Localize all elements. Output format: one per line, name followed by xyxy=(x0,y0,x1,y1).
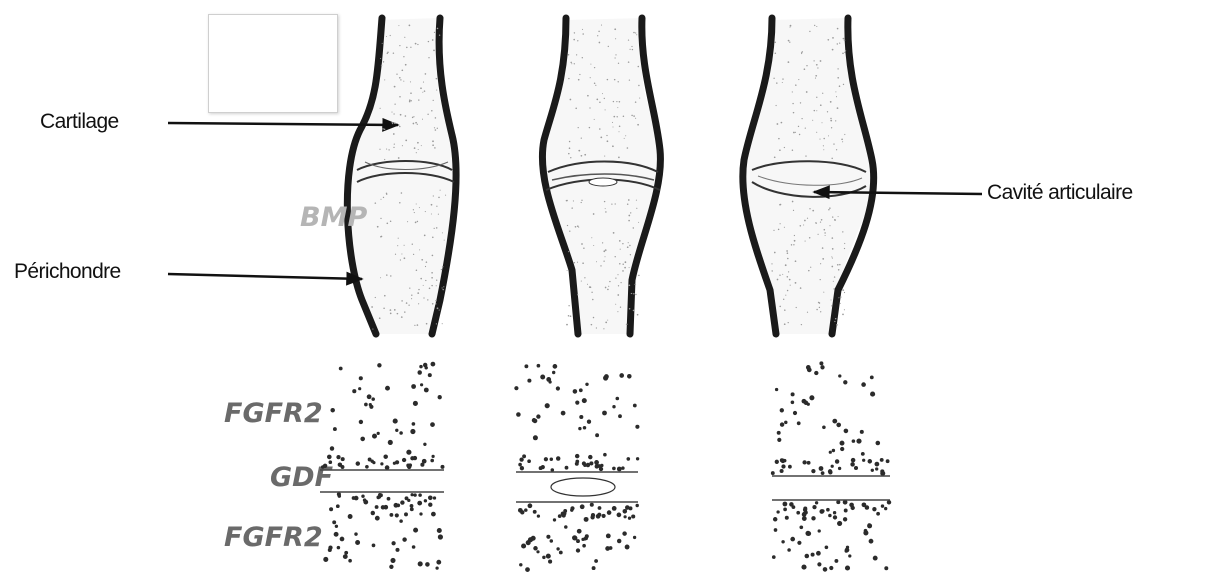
joint-stage-1 xyxy=(347,18,456,334)
gene-fgfr2-bottom: FGFR2 xyxy=(224,522,323,553)
label-cartilage: Cartilage xyxy=(40,110,119,133)
label-cavite-articulaire: Cavité articulaire xyxy=(987,181,1133,204)
perichondre-pointer-arrow xyxy=(168,274,362,279)
joint-stage-3 xyxy=(743,18,874,334)
joint-stage-2 xyxy=(542,18,661,334)
gene-bmp: BMP xyxy=(300,202,367,233)
label-perichondre: Périchondre xyxy=(14,260,121,283)
gene-fgfr2-top: FGFR2 xyxy=(224,398,323,429)
